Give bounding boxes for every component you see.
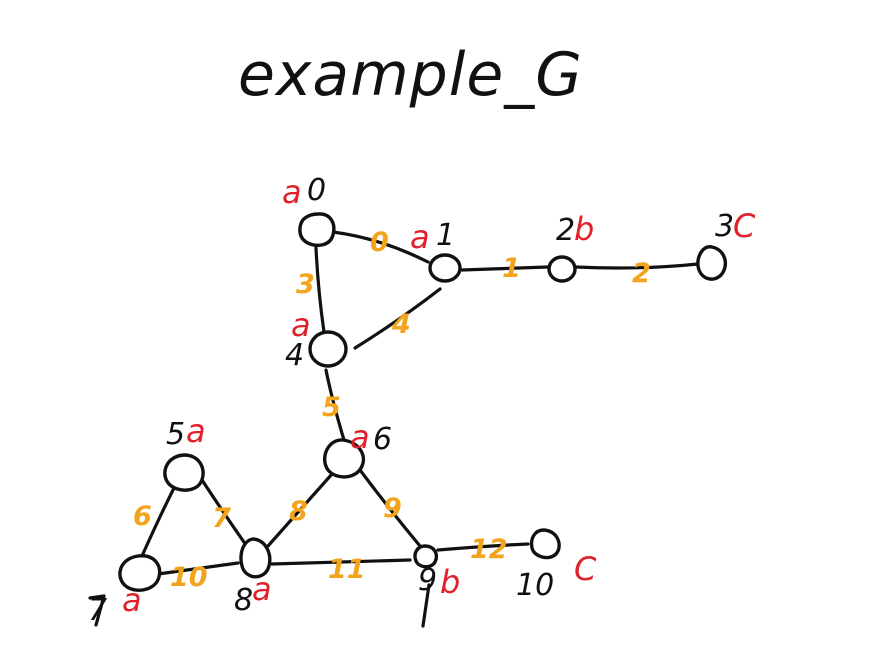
node-10-index: 10 xyxy=(516,568,554,603)
node-label-layer: a a b C a a a a a b C xyxy=(122,173,756,619)
node-6-label: a xyxy=(350,418,370,456)
edge-7-weight: 7 xyxy=(212,503,231,534)
node-2-index: 2 xyxy=(556,213,575,248)
edge-12-weight: 12 xyxy=(470,534,508,565)
digit-7-tail xyxy=(88,594,106,627)
node-4-index: 4 xyxy=(285,338,304,373)
node-1[interactable] xyxy=(428,253,462,283)
edge-2-weight: 2 xyxy=(632,258,651,289)
edge-1 xyxy=(460,265,550,272)
node-0-index: 0 xyxy=(307,173,326,208)
node-8-index: 8 xyxy=(234,583,253,618)
edge-layer xyxy=(88,230,700,628)
node-4-label: a xyxy=(291,306,311,344)
node-5[interactable] xyxy=(163,453,205,492)
node-10[interactable] xyxy=(529,528,561,560)
edge-1-weight: 1 xyxy=(502,253,521,284)
edge-6-weight: 6 xyxy=(133,501,152,532)
edge-7 xyxy=(200,478,248,547)
node-2-label: b xyxy=(574,210,594,248)
node-1-label: a xyxy=(410,218,430,256)
node-1-index: 1 xyxy=(436,218,455,253)
node-9-index: 9 xyxy=(418,563,437,598)
edge-3-weight: 3 xyxy=(296,269,315,300)
node-3-index: 3 xyxy=(715,209,734,244)
edge-3 xyxy=(314,246,326,334)
node-3-label: C xyxy=(733,207,756,245)
edge-9 xyxy=(358,468,422,548)
edge-0 xyxy=(331,230,430,264)
node-2[interactable] xyxy=(547,255,577,283)
node-6[interactable] xyxy=(323,438,366,479)
edge-6 xyxy=(140,486,176,558)
edge-0-weight: 0 xyxy=(370,227,389,258)
node-layer xyxy=(118,212,728,592)
node-8-label: a xyxy=(252,570,272,608)
digit-9-tail xyxy=(421,583,431,628)
edge-10-weight: 10 xyxy=(170,562,208,593)
edge-10 xyxy=(156,561,240,576)
edge-9-weight: 9 xyxy=(383,493,402,524)
edge-5-weight: 5 xyxy=(322,392,341,423)
edge-11 xyxy=(270,558,412,566)
node-7-label: a xyxy=(122,581,142,619)
edge-2 xyxy=(574,262,700,270)
node-5-index: 5 xyxy=(166,417,185,452)
node-7-index: 7 xyxy=(88,593,107,628)
node-4[interactable] xyxy=(308,330,348,368)
node-0-label: a xyxy=(282,173,302,211)
edge-weight-layer: 0 1 2 3 4 5 6 7 8 9 10 11 12 xyxy=(133,227,651,593)
edge-5 xyxy=(324,368,346,442)
diagram-title: example_G xyxy=(238,40,583,110)
node-3[interactable] xyxy=(696,245,728,281)
edge-11-weight: 11 xyxy=(328,554,366,585)
node-9[interactable] xyxy=(413,544,439,569)
edge-12 xyxy=(436,542,530,552)
edge-4-weight: 4 xyxy=(391,309,411,340)
edge-4 xyxy=(353,287,442,350)
node-7[interactable] xyxy=(118,554,162,592)
node-5-label: a xyxy=(186,412,206,450)
node-6-index: 6 xyxy=(373,422,392,457)
edge-8 xyxy=(266,472,334,548)
node-index-layer: 0 1 2 3 4 5 6 7 8 9 10 xyxy=(88,173,734,628)
node-9-label: b xyxy=(440,563,460,601)
node-8[interactable] xyxy=(239,537,272,579)
edge-8-weight: 8 xyxy=(289,496,308,527)
node-10-label: C xyxy=(574,550,597,588)
node-0[interactable] xyxy=(298,212,336,248)
